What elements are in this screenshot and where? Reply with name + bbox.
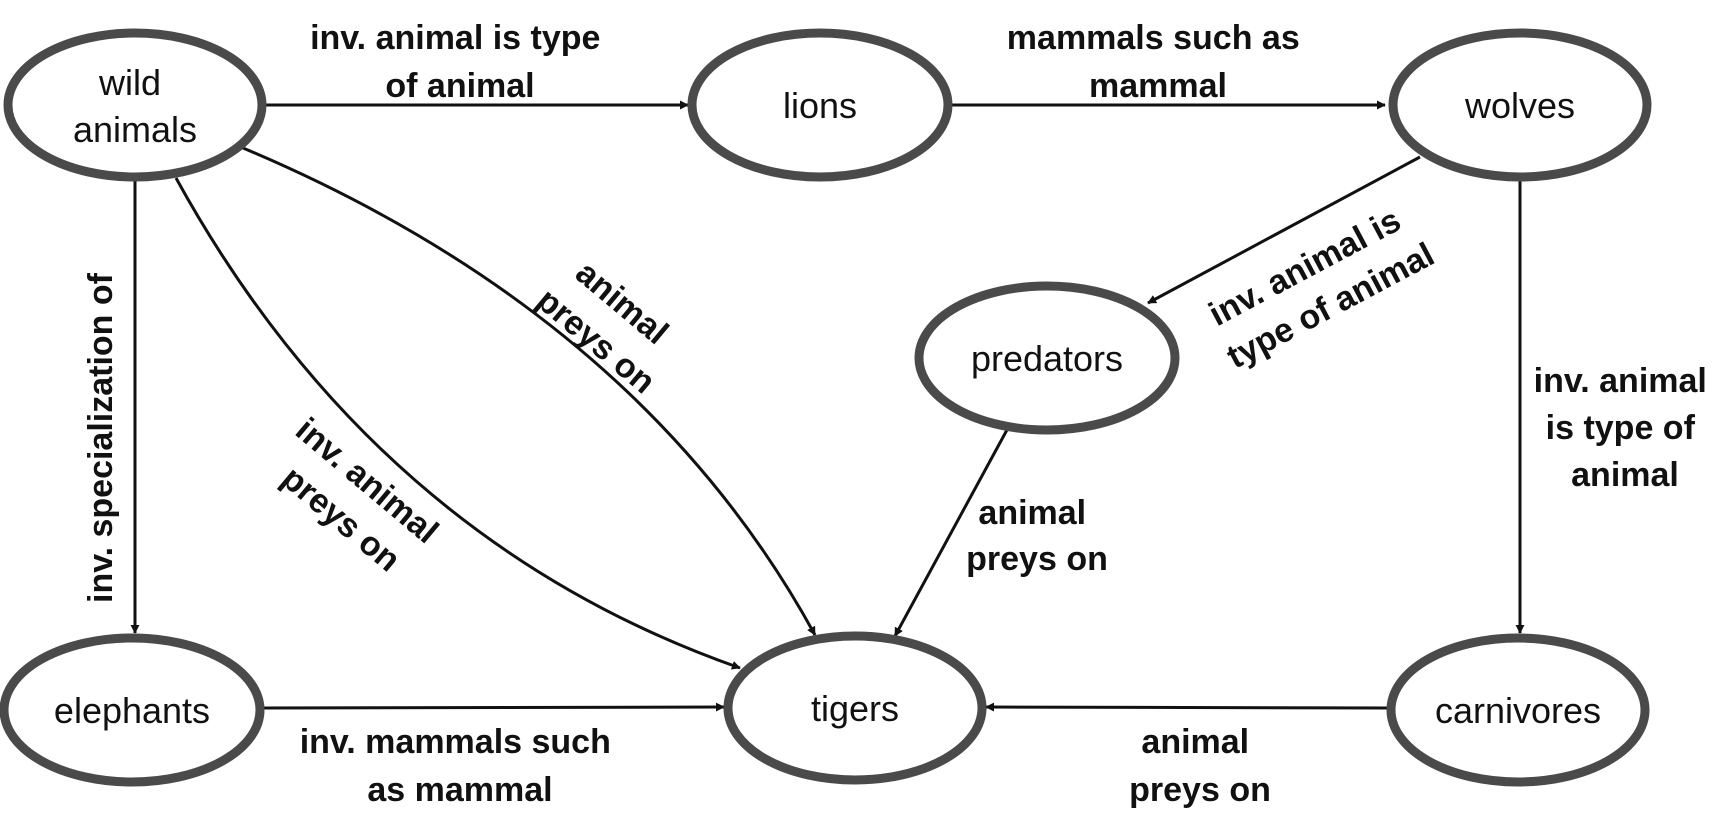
node-label: predators [971,338,1123,379]
edge-predators-to-tigers [893,427,1010,637]
node-elephants: elephants [0,633,265,787]
edge-label-wild-animals-to-lions: inv. animal is type of animal [310,19,610,105]
node-lions: lions [687,28,953,182]
node-carnivores: carnivores [1386,633,1650,787]
node-label: wild animals [73,62,197,150]
edge-wolves-to-predators [1147,155,1421,305]
edge-wild-animals-to-tigers-outer [242,146,817,636]
edge-label-wild-animals-to-tigers-outer: animal preys on [529,246,692,401]
edge-label-wolves-to-carnivores: inv. animal is type of animal [1534,362,1717,494]
edge-label-wild-animals-to-elephants: inv. specialization of [82,272,120,603]
edge-label-carnivores-to-tigers: animal preys on [1129,723,1271,809]
node-label: elephants [54,690,210,731]
node-tigers: tigers [723,631,987,785]
node-label: lions [783,85,857,126]
node-predators: predators [914,281,1180,435]
edge-carnivores-to-tigers [985,702,1389,712]
edge-label-wild-animals-to-tigers-inner: inv. animal preys on [259,411,453,593]
node-label: tigers [811,688,899,729]
node-label: carnivores [1435,690,1601,731]
edge-label-lions-to-wolves: mammals such as mammal [1007,19,1309,105]
edge-label-elephants-to-tigers: inv. mammals such as mammal [300,723,621,809]
edge-label-wolves-to-predators: inv. animal is type of animal [1199,195,1440,376]
edge-elephants-to-tigers [263,702,725,712]
edge-wild-animals-to-tigers-inner [174,177,741,670]
node-label: wolves [1464,85,1575,126]
node-wolves: wolves [1388,28,1652,182]
node-wild-animals: wild animals [3,28,267,182]
edge-label-predators-to-tigers: animal preys on [966,494,1108,578]
